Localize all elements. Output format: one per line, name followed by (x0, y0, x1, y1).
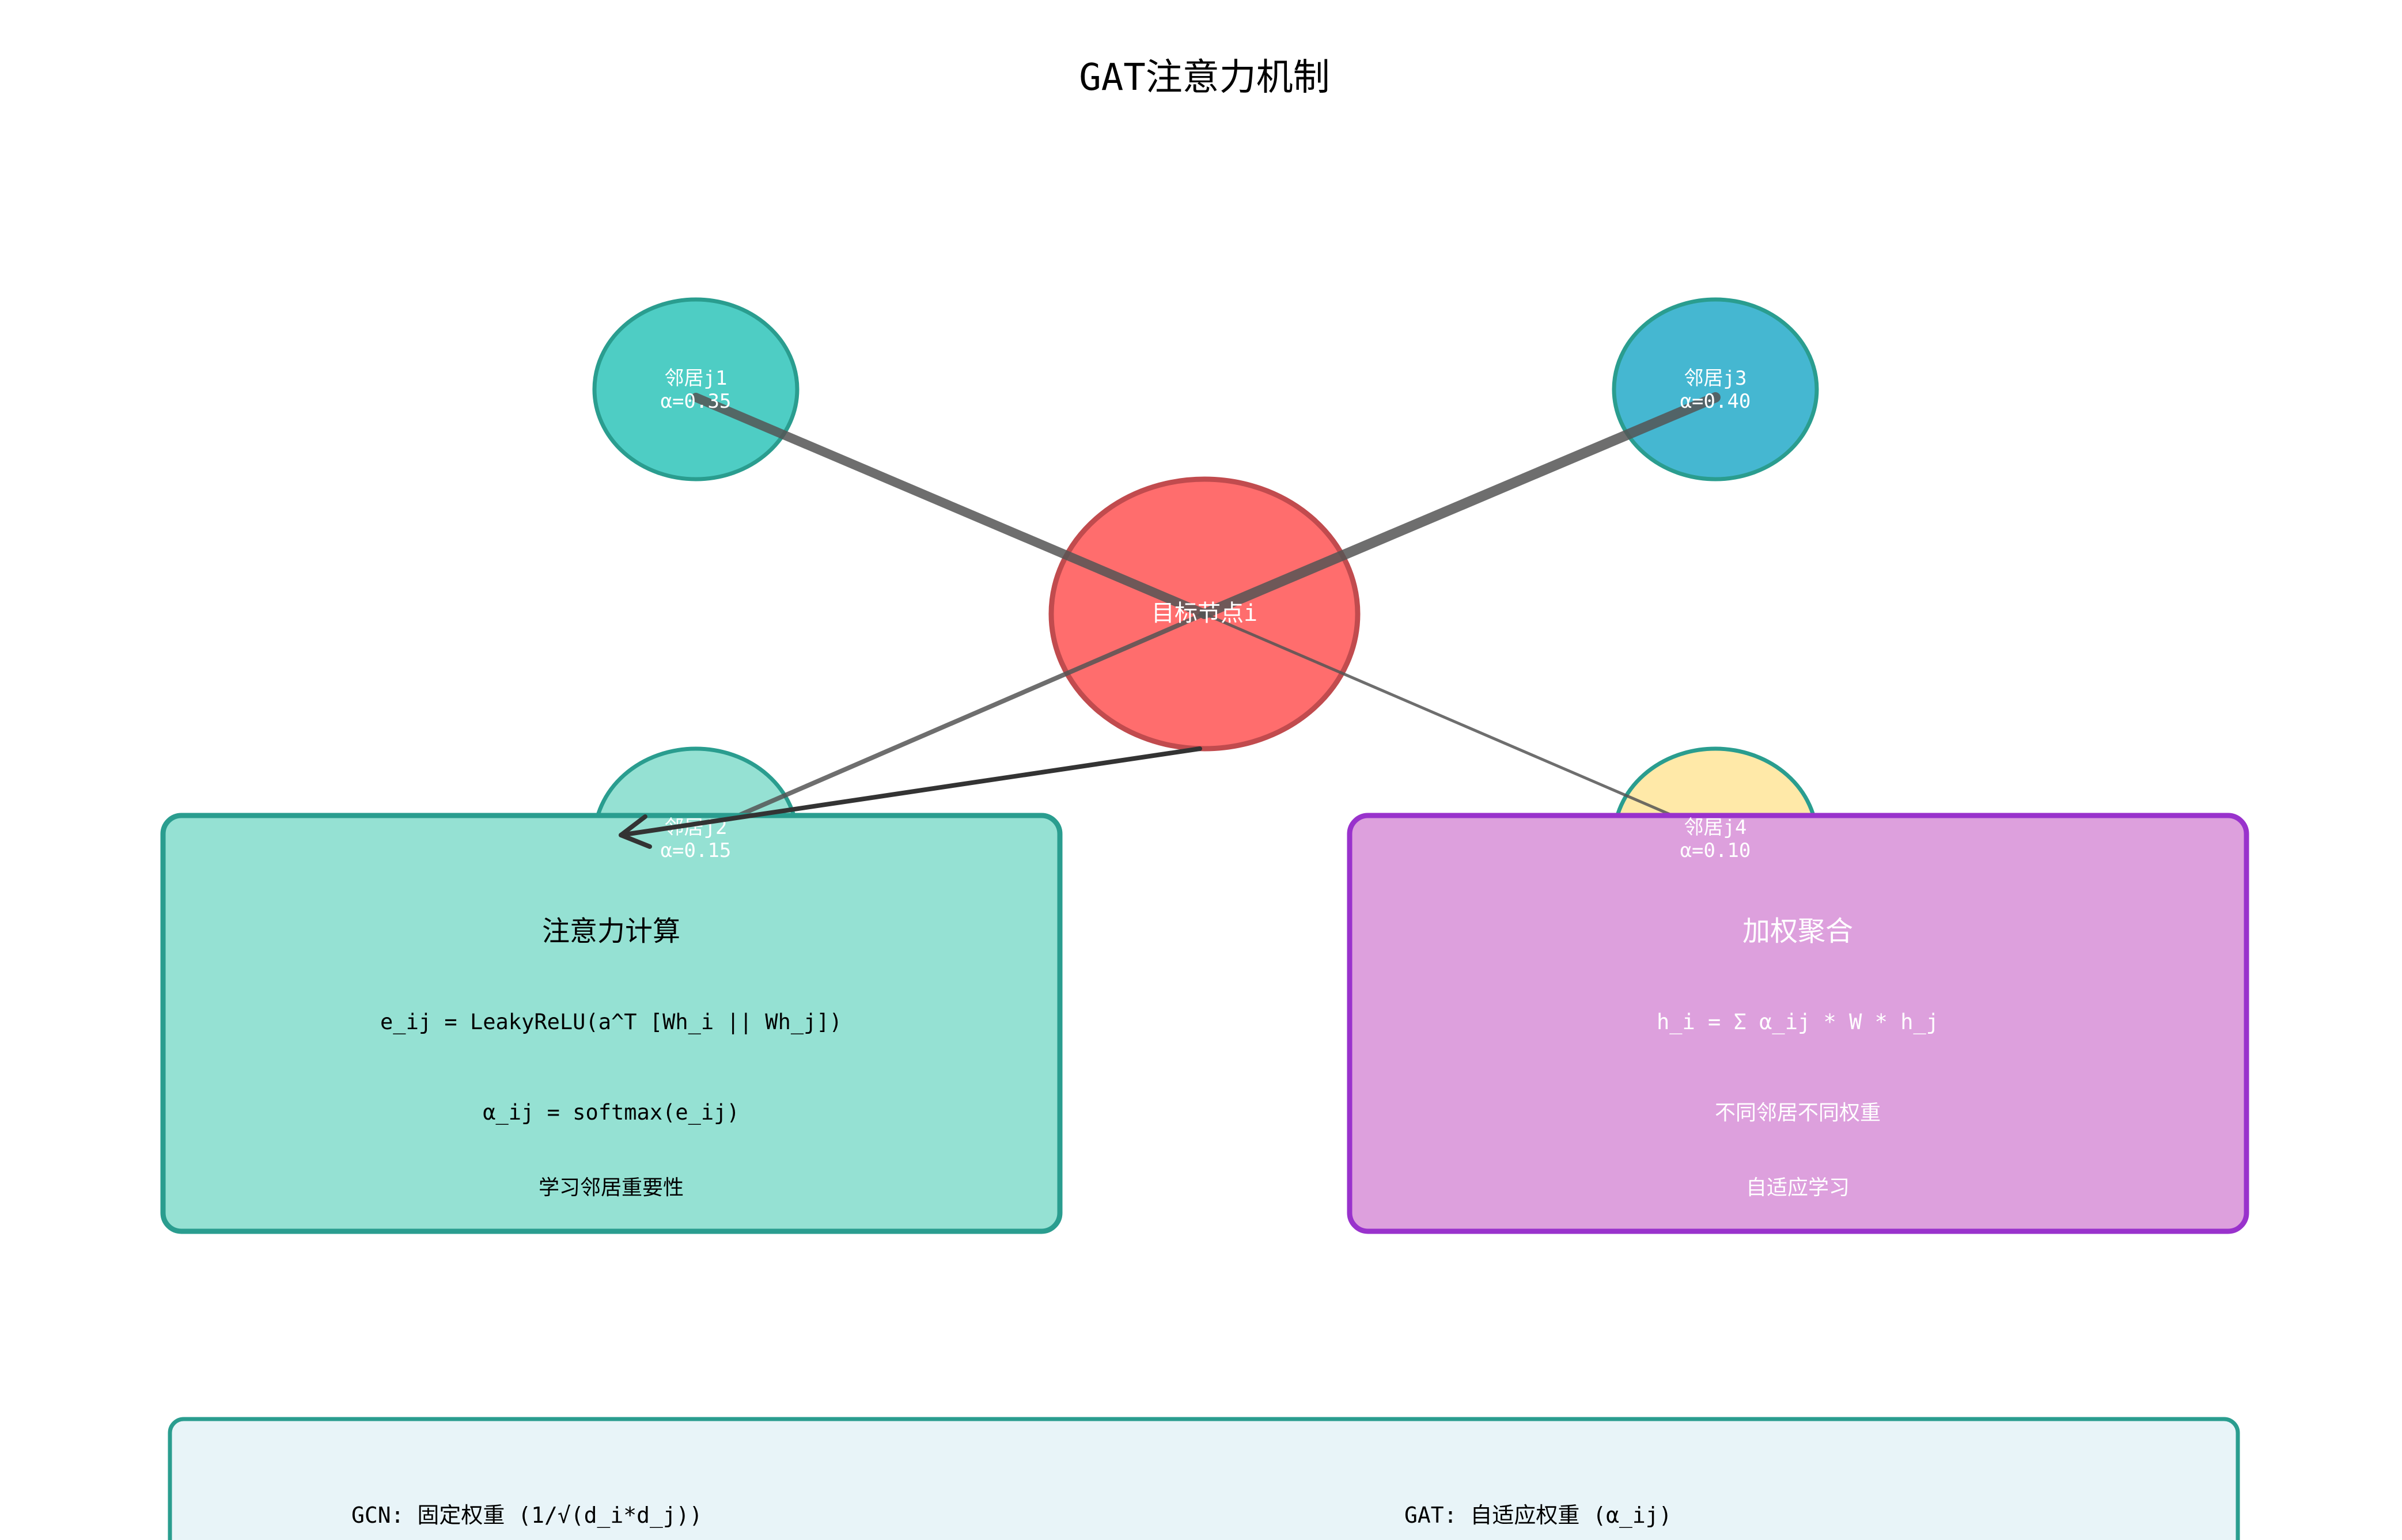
neighbor-j2-alpha: α=0.15 (661, 839, 732, 862)
neighbor-j4-name: 邻居j4 (1684, 816, 1747, 839)
aggregate-box-frame (1347, 813, 2249, 1234)
neighbor-j1-alpha: α=0.35 (661, 390, 732, 413)
neighbor-j1-name: 邻居j1 (665, 367, 728, 390)
aggregate-formula: h_i = Σ α_ij * W * h_j (1657, 1010, 1939, 1035)
edge-j4 (1203, 612, 1717, 836)
attention-arrow-head (619, 814, 652, 849)
neighbor-j4-alpha: α=0.10 (1680, 839, 1751, 862)
comparison-gat: GAT: 自适应权重 (α_ij) (1404, 1503, 1672, 1528)
attention-box: 注意力计算 e_ij = LeakyReLU(a^T [Wh_i || Wh_j… (160, 813, 1063, 1234)
edge-j1 (691, 393, 1209, 619)
comparison-panel: GCN: 固定权重 (1/√(d_i*d_j)) GAT: 自适应权重 (α_i… (168, 1417, 2240, 1540)
neighbor-j3-name: 邻居j3 (1684, 367, 1747, 390)
neighbor-j3-alpha: α=0.40 (1680, 390, 1751, 413)
attention-arrow (619, 746, 1202, 849)
attention-box-note: 学习邻居重要性 (539, 1176, 684, 1200)
aggregate-note-adaptive: 自适应学习 (1746, 1176, 1850, 1200)
aggregate-box-title: 加权聚合 (1742, 915, 1853, 947)
aggregate-box: 加权聚合 h_i = Σ α_ij * W * h_j 不同邻居不同权重 自适应… (1347, 813, 2249, 1234)
target-node-label: 目标节点i (1151, 600, 1257, 627)
attention-arrow-shaft (619, 746, 1202, 837)
neighbor-j3 (1612, 297, 1819, 481)
diagram-title: GAT注意力机制 (1079, 56, 1330, 99)
attention-formula-softmax: α_ij = softmax(e_ij) (483, 1100, 740, 1125)
edge-j2 (694, 612, 1207, 836)
neighbor-j3-circle (1612, 297, 1819, 481)
comparison-gcn: GCN: 固定权重 (1/√(d_i*d_j)) (351, 1503, 703, 1528)
neighbor-j1-circle (592, 297, 800, 481)
attention-box-frame (160, 813, 1063, 1234)
attention-box-title: 注意力计算 (542, 915, 680, 947)
aggregate-note-weights: 不同邻居不同权重 (1715, 1101, 1881, 1125)
comparison-panel-frame (168, 1417, 2240, 1540)
edge-j3 (1199, 392, 1721, 619)
neighbor-j1 (592, 297, 800, 481)
attention-formula-score: e_ij = LeakyReLU(a^T [Wh_i || Wh_j]) (380, 1010, 842, 1035)
